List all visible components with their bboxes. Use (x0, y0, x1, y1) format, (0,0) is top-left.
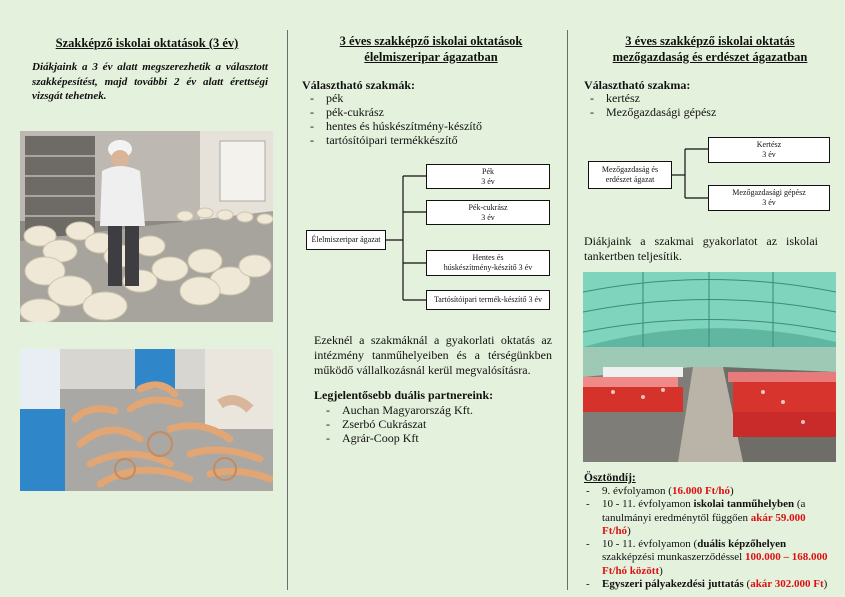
text: ) (730, 485, 734, 497)
diagram-root-label: erdészet ágazat (605, 175, 655, 184)
text: ) (627, 524, 631, 537)
box-duration: 3 év (762, 198, 776, 207)
food-industry-diagram: Élelmiszeripar ágazat Pék 3 év Pék-cukrá… (300, 160, 562, 310)
text: ) (823, 578, 828, 591)
text: (a tanulmányi eredménytől függően (602, 498, 806, 524)
scholarship-list: 9. évfolyamon (16.000 Ft/hó) 10 - 11. év… (582, 485, 834, 592)
text: iskolai tanműhelyben (693, 498, 795, 511)
greenhouse-photo (583, 272, 836, 462)
sausage-photo (20, 349, 273, 491)
text: duális képzőhelyen (697, 538, 787, 551)
col1-title: Szakképző iskolai oktatások (3 év) (55, 36, 239, 50)
amount: 16.000 Ft/hó (671, 485, 731, 497)
box-duration: 3 év (762, 150, 776, 159)
diagram-box-kertesz: Kertész 3 év (708, 137, 830, 163)
text: Egyszeri pályakezdési juttatás (602, 578, 744, 591)
text: 9. évfolyamon ( (602, 485, 672, 497)
agriculture-diagram: Mezőgazdaság és erdészet ágazat Kertész … (582, 134, 838, 214)
col2-profession-list: pék pék-cukrász hentes és húskészítmény-… (306, 91, 556, 147)
text: ) (659, 564, 663, 577)
scholarship-item-workshop: 10 - 11. évfolyamon iskolai tanműhelyben… (582, 498, 834, 538)
list-item: pék (306, 91, 556, 105)
scholarship-item-onetime: Egyszeri pályakezdési juttatás (akár 302… (582, 578, 834, 592)
diagram-box-hentes: Hentes és húskészítmény-készítő 3 év (426, 250, 550, 276)
text: szakképzési munkaszerződéssel (602, 551, 745, 564)
column-3: 3 éves szakképző iskolai oktatás mezőgaz… (582, 0, 838, 597)
scholarship-item-dual: 10 - 11. évfolyamon (duális képzőhelyen … (582, 538, 834, 578)
col2-practice-text: Ezeknél a szakmáknál a gyakorlati oktatá… (314, 333, 552, 377)
box-duration: húskészítmény-készítő 3 év (443, 263, 533, 272)
col3-title-line2: mezőgazdaság és erdészet ágazatban (612, 50, 808, 64)
col2-partners-label: Legjelentősebb duális partnereink: (314, 388, 494, 402)
box-duration: 3 év (481, 176, 495, 186)
list-item: Zserbó Cukrászat (322, 417, 552, 431)
text: 10 - 11. évfolyamon ( (602, 538, 698, 551)
diagram-box-gepesz: Mezőgazdasági gépész 3 év (708, 185, 830, 211)
list-item: kertész (586, 91, 836, 105)
diagram-root-box: Élelmiszeripar ágazat (306, 230, 386, 250)
list-item: Mezőgazdasági gépész (586, 105, 836, 119)
amount: akár 59.000 Ft/hó (602, 511, 806, 537)
box-label: Kertész (756, 140, 782, 149)
box-duration: 3 év (481, 212, 495, 222)
col2-title-line2: élelmiszeripar ágazatban (364, 50, 498, 64)
diagram-connectors (386, 175, 426, 301)
box-label: Pék (482, 166, 494, 176)
box-label: Hentes és (472, 253, 504, 262)
list-item: hentes és húskészítmény-készítő (306, 119, 556, 133)
diagram-box-tartositoipari: Tartósítóipari termék-készítő 3 év (426, 290, 550, 310)
column-2: 3 éves szakképző iskolai oktatások élelm… (300, 0, 562, 597)
text: 10 - 11. évfolyamon (602, 498, 694, 511)
divider-1 (287, 30, 288, 590)
bakery-photo (20, 131, 273, 322)
scholarship-label: Ösztöndíj: (584, 472, 636, 484)
divider-2 (567, 30, 568, 590)
amount: akár 302.000 Ft (750, 578, 824, 591)
list-item: Agrár-Coop Kft (322, 431, 552, 445)
list-item: Auchan Magyarország Kft. (322, 403, 552, 417)
column-1: Szakképző iskolai oktatások (3 év) Diákj… (20, 0, 274, 597)
list-item: tartósítóipari termékkészítő (306, 133, 556, 147)
text: ( (743, 578, 751, 591)
col1-intro: Diákjaink a 3 év alatt megszerezhetik a … (32, 61, 268, 102)
scholarship-item-9: 9. évfolyamon (16.000 Ft/hó) (582, 485, 834, 499)
diagram-root-box: Mezőgazdaság és erdészet ágazat (588, 161, 672, 189)
box-label: Tartósítóipari termék-készítő 3 év (433, 295, 543, 304)
box-label: Mezőgazdasági gépész (732, 188, 806, 197)
col2-partners-list: Auchan Magyarország Kft. Zserbó Cukrásza… (322, 403, 552, 445)
diagram-root-label: Mezőgazdaság és (601, 165, 659, 174)
diagram-box-pek-cukrasz: Pék-cukrász 3 év (426, 200, 550, 225)
diagram-connectors (672, 148, 708, 199)
col3-practice-text: Diákjaink a szakmai gyakorlatot az iskol… (584, 234, 818, 263)
box-label: Pék-cukrász (468, 202, 508, 212)
col2-choose-label: Választható szakmák: (302, 78, 415, 92)
col2-title-line1: 3 éves szakképző iskolai oktatások (339, 34, 523, 48)
diagram-box-pek: Pék 3 év (426, 164, 550, 189)
col3-choose-label: Választható szakma: (584, 78, 691, 92)
list-item: pék-cukrász (306, 105, 556, 119)
col3-profession-list: kertész Mezőgazdasági gépész (586, 91, 836, 119)
diagram-root-label: Élelmiszeripar ágazat (311, 235, 381, 244)
amount: 100.000 – 168.000 Ft/hó között (602, 551, 828, 577)
col3-title-line1: 3 éves szakképző iskolai oktatás (625, 34, 795, 48)
